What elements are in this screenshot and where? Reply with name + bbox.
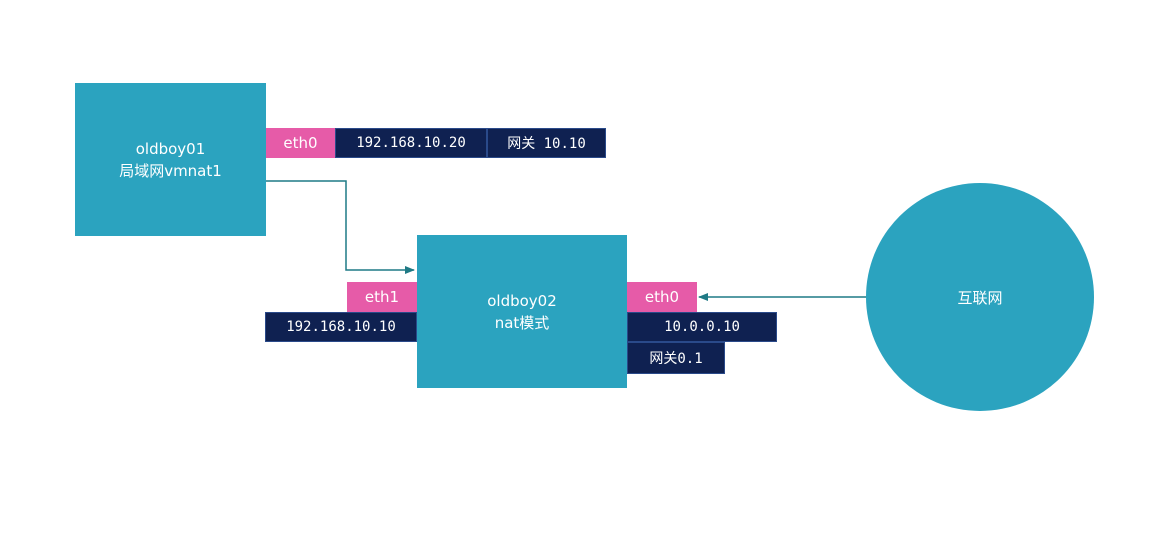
oldboy01-eth0-ip: 192.168.10.20	[356, 135, 466, 151]
node-oldboy01-name: oldboy01	[135, 139, 206, 158]
oldboy01-gateway: 网关 10.10	[507, 136, 586, 152]
node-internet-label: 互联网	[957, 288, 1003, 307]
node-oldboy01[interactable]: oldboy01 局域网vmnat1	[75, 83, 266, 236]
node-oldboy02-desc: nat模式	[494, 313, 550, 332]
oldboy02-eth0-ip: 10.0.0.10	[664, 319, 740, 335]
node-internet[interactable]: 互联网	[866, 183, 1094, 411]
oldboy01-eth0-tag: eth0	[266, 128, 335, 158]
oldboy02-gateway-tag: 网关0.1	[627, 342, 725, 374]
oldboy02-eth0-label: eth0	[644, 288, 680, 306]
node-oldboy02-name: oldboy02	[487, 291, 557, 310]
oldboy02-eth0-tag: eth0	[627, 282, 697, 312]
node-oldboy01-desc: 局域网vmnat1	[119, 161, 222, 180]
oldboy02-gateway: 网关0.1	[649, 351, 703, 367]
node-oldboy02[interactable]: oldboy02 nat模式	[417, 235, 627, 388]
oldboy01-gateway-tag: 网关 10.10	[487, 128, 606, 158]
oldboy02-eth1-label: eth1	[364, 288, 400, 306]
oldboy01-eth0-ip-tag: 192.168.10.20	[335, 128, 487, 158]
connector-oldboy01-to-oldboy02	[266, 180, 415, 274]
oldboy01-eth0-label: eth0	[283, 134, 318, 152]
oldboy02-eth0-ip-tag: 10.0.0.10	[627, 312, 777, 342]
oldboy02-eth1-ip: 192.168.10.10	[286, 319, 396, 335]
oldboy02-eth1-ip-tag: 192.168.10.10	[265, 312, 417, 342]
oldboy02-eth1-tag: eth1	[347, 282, 417, 312]
